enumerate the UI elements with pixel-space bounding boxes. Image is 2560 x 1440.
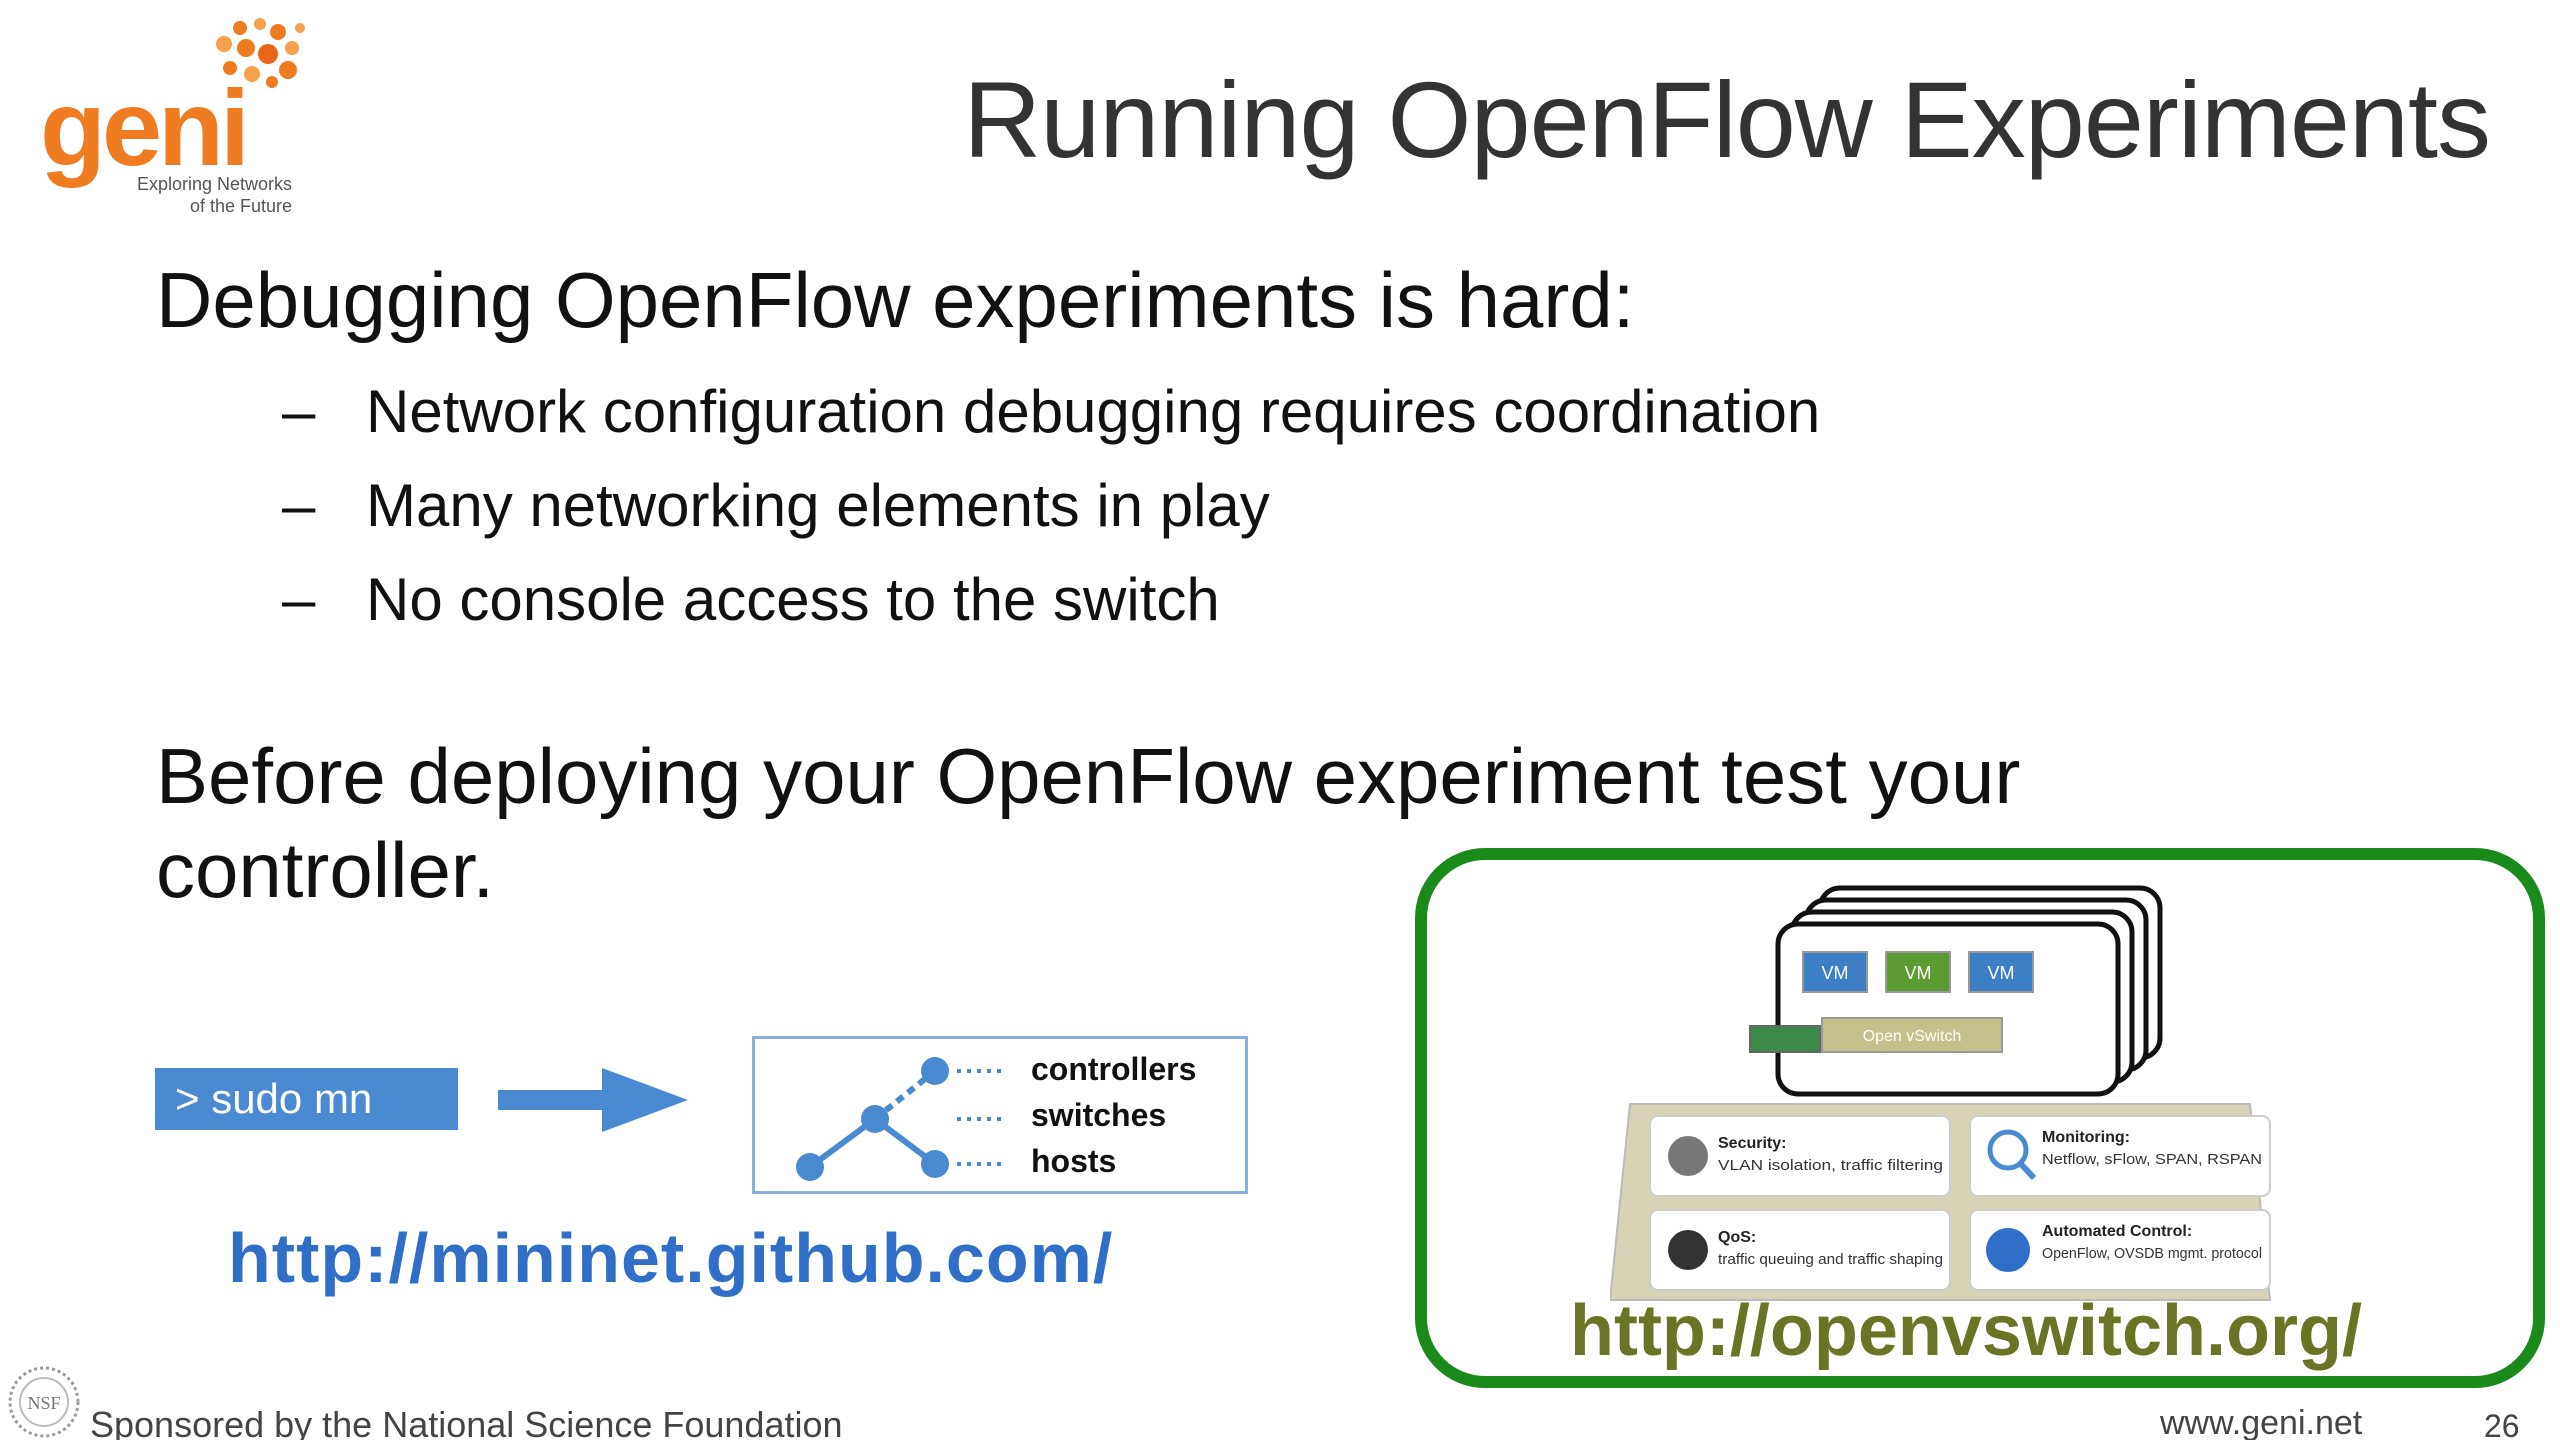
topology-graph	[796, 1057, 1005, 1181]
feature-text: OpenFlow, OVSDB mgmt. protocol	[2042, 1245, 2262, 1262]
label-hosts: hosts	[1031, 1143, 1117, 1179]
sponsor-text: Sponsored by the National Science Founda…	[90, 1404, 843, 1440]
logo-dots-icon	[216, 18, 305, 88]
host-node	[921, 1150, 949, 1178]
bullet-item: – Network configuration debugging requir…	[282, 365, 1820, 459]
section1-heading: Debugging OpenFlow experiments is hard:	[156, 256, 1635, 344]
slide-title: Running OpenFlow Experiments	[963, 59, 2491, 180]
site-url[interactable]: www.geni.net	[2160, 1404, 2363, 1440]
switch-node	[861, 1105, 889, 1133]
arrow-right-icon	[498, 1068, 688, 1132]
logo-tagline-line2: of the Future	[189, 195, 292, 216]
feature-text: traffic queuing and traffic shaping	[1718, 1251, 1943, 1268]
logo-tagline-line1: Exploring Networks	[136, 174, 292, 194]
bullet-text: Network configuration debugging requires…	[366, 378, 1821, 445]
section2-heading: Before deploying your OpenFlow experimen…	[156, 732, 2021, 914]
vswitch-bar	[1821, 1017, 2003, 1053]
label-controllers: controllers	[1031, 1051, 1197, 1087]
openvswitch-link[interactable]: http://openvswitch.org/	[1570, 1291, 2362, 1371]
feature-title: Monitoring:	[2042, 1129, 2130, 1146]
vm-label: VM	[1822, 963, 1849, 983]
feature-text: Netflow, sFlow, SPAN, RSPAN	[2042, 1151, 2262, 1168]
bullet-marker: –	[282, 566, 316, 633]
nic-icon	[1749, 1025, 1821, 1053]
bullet-marker: –	[282, 472, 316, 539]
vm-label: VM	[1905, 963, 1932, 983]
bullet-item: – No console access to the switch	[282, 553, 1820, 647]
page-number: 26	[2484, 1408, 2520, 1440]
feature-title: Security:	[1718, 1135, 1786, 1152]
feature-text: VLAN isolation, traffic filtering	[1718, 1157, 1943, 1174]
bullet-text: Many networking elements in play	[366, 472, 1270, 539]
vm-icon	[1968, 951, 2034, 993]
automation-icon	[1986, 1228, 2030, 1272]
geni-logo: geni Exploring Networks of the Future	[40, 14, 305, 217]
magnifier-icon	[1987, 1129, 2029, 1171]
logo-tagline: Exploring Networks of the Future	[102, 174, 292, 217]
ovs-diagram: VM VM VM Open vSwitch Security: VLAN iso…	[1610, 885, 2272, 1301]
vswitch-label: Open vSwitch	[1863, 1028, 1962, 1045]
lock-icon	[1668, 1136, 1708, 1176]
controller-node	[921, 1057, 949, 1085]
topology-diagram: controllers switches hosts	[752, 1036, 1248, 1194]
feature-title: QoS:	[1718, 1229, 1756, 1246]
bullet-marker: –	[282, 378, 316, 445]
mininet-link[interactable]: http://mininet.github.com/	[228, 1219, 1114, 1297]
logo-wordmark: geni	[40, 67, 250, 188]
feature-title: Automated Control:	[2042, 1223, 2192, 1240]
gauge-icon	[1668, 1230, 1708, 1270]
bullet-text: No console access to the switch	[366, 566, 1220, 633]
label-switches: switches	[1031, 1097, 1167, 1133]
vm-icon	[1802, 951, 1868, 993]
vm-icon	[1885, 951, 1951, 993]
host-node	[796, 1153, 824, 1181]
vm-label: VM	[1988, 963, 2015, 983]
nsf-seal-icon: NSF	[8, 1366, 80, 1438]
bullet-item: – Many networking elements in play	[282, 459, 1820, 553]
command-box: > sudo mn	[155, 1068, 458, 1130]
nsf-seal-text: NSF	[27, 1393, 60, 1413]
bullet-list: – Network configuration debugging requir…	[282, 365, 1820, 647]
